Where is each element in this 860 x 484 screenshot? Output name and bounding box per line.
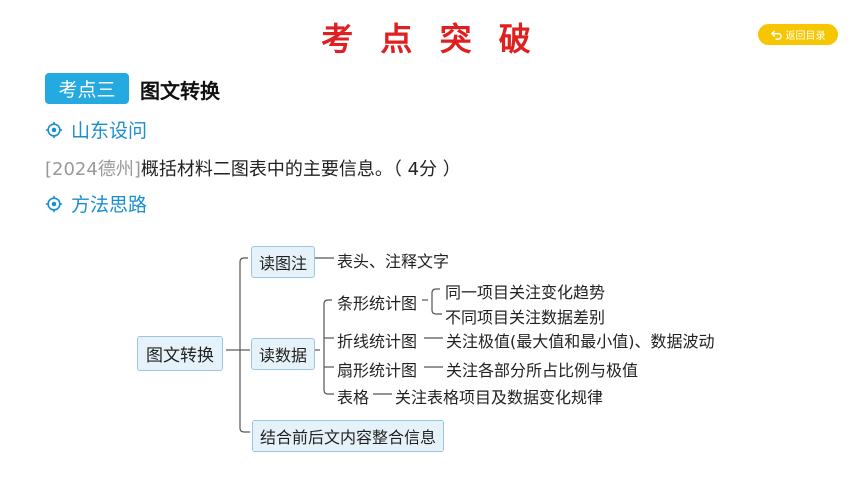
node-read-data: 读数据 bbox=[251, 338, 316, 370]
question-source: [2024德州] bbox=[45, 159, 141, 180]
return-label: 返回目录 bbox=[785, 31, 826, 42]
return-to-contents-button[interactable]: 返回目录 bbox=[758, 24, 838, 45]
target-icon bbox=[45, 121, 63, 138]
target-icon bbox=[45, 195, 63, 212]
node-read-notes: 读图注 bbox=[251, 246, 316, 278]
section-method: 方法思路 bbox=[45, 190, 147, 217]
section-shandong-label: 山东设问 bbox=[71, 120, 148, 142]
node-combine: 结合前后文内容整合信息 bbox=[252, 420, 445, 452]
kaodian-badge: 考点三 bbox=[45, 73, 129, 104]
table-detail: 关注表格项目及数据变化规律 bbox=[395, 388, 604, 407]
read-notes-detail: 表头、注释文字 bbox=[337, 252, 450, 271]
node-table: 表格 bbox=[337, 388, 370, 407]
pie-chart-detail: 关注各部分所占比例与极值 bbox=[446, 361, 639, 380]
question-line: [2024德州]概括材料二图表中的主要信息。（ 4分 ） bbox=[45, 155, 461, 181]
bar-point-1: 同一项目关注变化趋势 bbox=[445, 283, 606, 302]
node-bar-chart: 条形统计图 bbox=[337, 294, 418, 313]
return-arrow-icon bbox=[770, 30, 782, 40]
node-pie-chart: 扇形统计图 bbox=[337, 361, 418, 380]
page-title: 考 点 突 破 bbox=[321, 20, 539, 58]
line-chart-detail: 关注极值(最大值和最小值)、数据波动 bbox=[446, 332, 715, 351]
question-text: 概括材料二图表中的主要信息。（ 4分 ） bbox=[140, 159, 461, 180]
section-method-label: 方法思路 bbox=[71, 194, 148, 216]
bar-point-2: 不同项目关注数据差别 bbox=[445, 308, 606, 327]
kaodian-title: 图文转换 bbox=[140, 79, 220, 103]
section-shandong: 山东设问 bbox=[45, 116, 147, 143]
mindmap-root: 图文转换 bbox=[137, 336, 223, 371]
node-line-chart: 折线统计图 bbox=[337, 332, 418, 351]
